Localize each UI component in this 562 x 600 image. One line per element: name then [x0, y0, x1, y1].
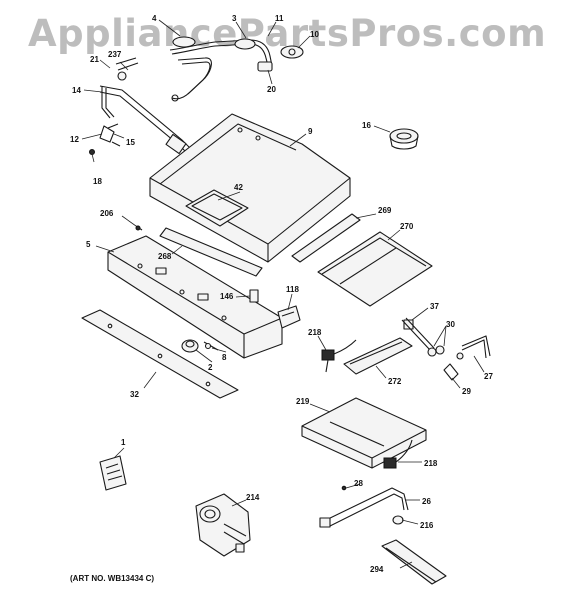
callout-3: 3 [232, 14, 237, 23]
callout-270: 270 [400, 222, 414, 231]
callout-11: 11 [275, 14, 284, 23]
callout-21: 21 [90, 55, 99, 64]
callout-118: 118 [286, 285, 299, 294]
callout-272: 272 [388, 377, 402, 386]
heat-shield-strip [159, 227, 263, 277]
callout-32: 32 [130, 390, 139, 399]
burner-box [149, 113, 351, 263]
callout-27: 27 [484, 372, 493, 381]
manifold-pipe [89, 57, 193, 163]
callout-16: 16 [362, 121, 371, 130]
callout-4: 4 [152, 14, 157, 23]
clip-146 [249, 289, 259, 303]
callout-20: 20 [267, 85, 276, 94]
callout-2: 2 [208, 363, 213, 372]
callout-26: 26 [422, 497, 431, 506]
callout-218-lower: 218 [424, 459, 438, 468]
callout-14: 14 [72, 86, 81, 95]
pipe-assembly-26 [319, 485, 409, 528]
callout-8: 8 [222, 353, 227, 362]
bracket-294 [381, 539, 447, 585]
callout-218-upper: 218 [308, 328, 322, 337]
regulator-214 [195, 493, 251, 557]
burner-tube-assembly [169, 36, 304, 102]
callout-216: 216 [420, 521, 434, 530]
callout-12: 12 [70, 135, 79, 144]
callout-146: 146 [220, 292, 234, 301]
callout-15: 15 [126, 138, 135, 147]
screw-206 [135, 225, 143, 231]
callout-9: 9 [308, 127, 313, 136]
electrode-218-lower [383, 439, 413, 469]
trim-strip-32 [81, 309, 239, 399]
manifold-panel [107, 235, 283, 359]
callout-5: 5 [86, 240, 91, 249]
electrode-218-upper [321, 339, 357, 373]
leader-lines [81, 19, 485, 569]
callout-206: 206 [100, 209, 114, 218]
bracket-272 [343, 337, 413, 375]
callout-28: 28 [354, 479, 363, 488]
callout-268: 268 [158, 252, 172, 261]
callout-269: 269 [378, 206, 392, 215]
callout-37: 37 [430, 302, 439, 311]
callout-18: 18 [93, 177, 102, 186]
callout-labels: 4 3 11 10 20 237 21 14 12 15 18 9 16 42 … [70, 14, 493, 574]
panel-269 [291, 213, 361, 263]
callout-10: 10 [310, 30, 319, 39]
callout-29: 29 [462, 387, 471, 396]
panel-219 [301, 397, 427, 469]
callout-30: 30 [446, 320, 455, 329]
callout-214: 214 [246, 493, 260, 502]
panel-270 [317, 231, 433, 307]
callout-219: 219 [296, 397, 310, 406]
knob-2 [181, 339, 199, 353]
spark-module-118 [277, 305, 301, 329]
literature-1 [99, 455, 127, 491]
callout-237: 237 [108, 50, 122, 59]
callout-42: 42 [234, 183, 243, 192]
art-number: (ART NO. WB13434 C) [70, 574, 155, 583]
burner-head-16 [389, 128, 419, 150]
pipe-assembly-30 [401, 317, 491, 381]
callout-1: 1 [121, 438, 126, 447]
callout-294: 294 [370, 565, 384, 574]
